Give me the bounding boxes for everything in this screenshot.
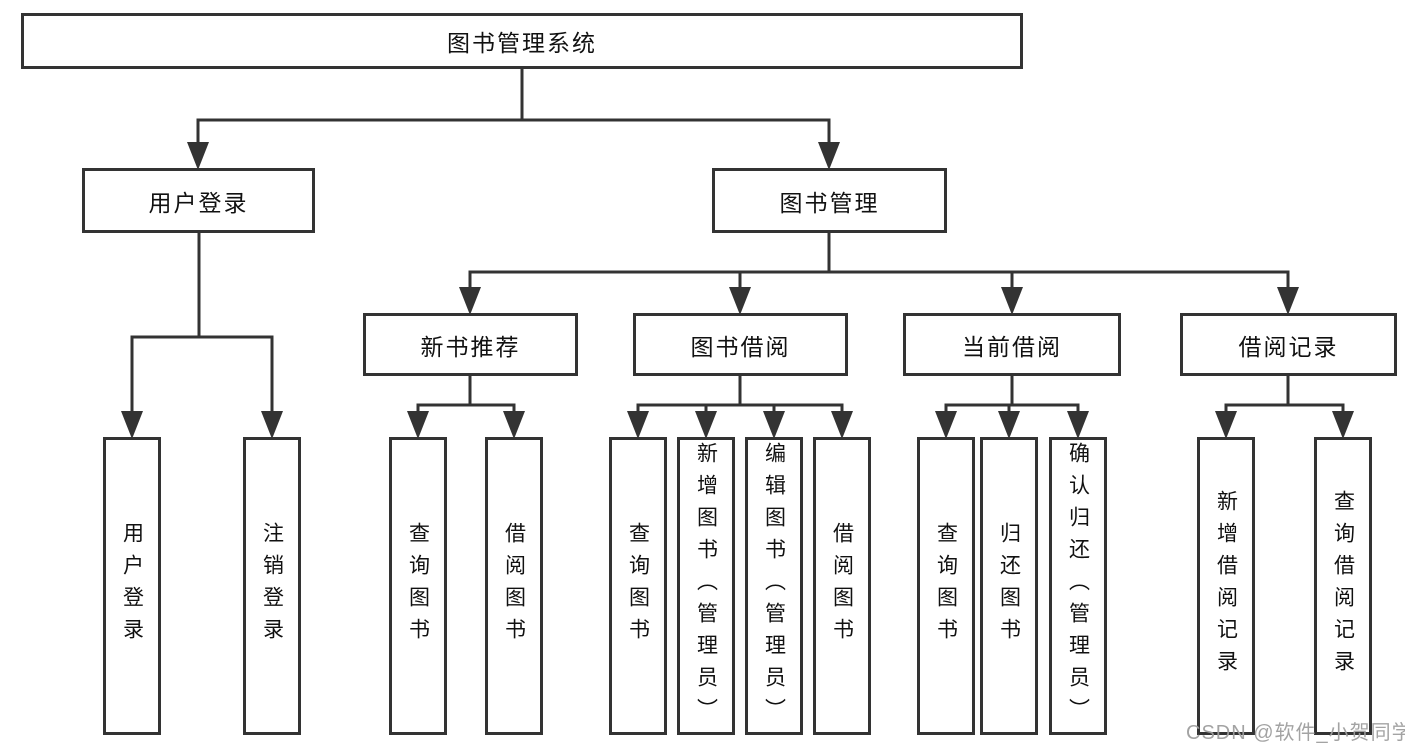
node-new-book-recommend: 新书推荐 xyxy=(363,313,578,376)
leaf-node-query-borrow-record-label: 查询借阅记录 xyxy=(1331,490,1355,682)
leaf-node-edit-book-admin: 编辑图书（管理员） xyxy=(745,437,803,735)
node-root-label: 图书管理系统 xyxy=(447,30,597,56)
leaf-node-logout: 注销登录 xyxy=(243,437,301,735)
node-current-borrow-label: 当前借阅 xyxy=(962,333,1062,360)
leaf-node-confirm-return-admin-label: 确认归还（管理员） xyxy=(1066,442,1090,730)
node-root: 图书管理系统 xyxy=(21,13,1023,69)
leaf-node-add-book-admin: 新增图书（管理员） xyxy=(677,437,735,735)
leaf-node-query-books-2-label: 查询图书 xyxy=(626,522,650,650)
leaf-node-query-borrow-record: 查询借阅记录 xyxy=(1314,437,1372,735)
node-book-borrow-label: 图书借阅 xyxy=(690,333,791,360)
leaf-node-add-borrow-record: 新增借阅记录 xyxy=(1197,437,1255,735)
leaf-node-borrow-books-1-label: 借阅图书 xyxy=(502,522,526,650)
csdn-watermark: CSDN @软件_小贺同学 xyxy=(1186,722,1405,744)
leaf-node-user-login-label: 用户登录 xyxy=(120,522,144,650)
leaf-node-borrow-books-2-label: 借阅图书 xyxy=(830,522,854,650)
node-current-borrow: 当前借阅 xyxy=(903,313,1121,376)
leaf-node-add-borrow-record-label: 新增借阅记录 xyxy=(1214,490,1238,682)
leaf-node-return-book: 归还图书 xyxy=(980,437,1038,735)
node-book-management: 图书管理 xyxy=(712,168,947,233)
leaf-node-query-books-2: 查询图书 xyxy=(609,437,667,735)
leaf-node-query-books-1-label: 查询图书 xyxy=(406,522,430,650)
node-new-book-recommend-label: 新书推荐 xyxy=(420,333,521,360)
leaf-node-query-books-3: 查询图书 xyxy=(917,437,975,735)
node-book-management-label: 图书管理 xyxy=(779,189,880,216)
leaf-node-return-book-label: 归还图书 xyxy=(997,522,1021,650)
leaf-node-edit-book-admin-label: 编辑图书（管理员） xyxy=(762,442,786,730)
node-borrow-records-label: 借阅记录 xyxy=(1238,333,1339,360)
leaf-node-user-login: 用户登录 xyxy=(103,437,161,735)
leaf-node-query-books-3-label: 查询图书 xyxy=(934,522,958,650)
leaf-node-borrow-books-2: 借阅图书 xyxy=(813,437,871,735)
leaf-node-add-book-admin-label: 新增图书（管理员） xyxy=(694,442,718,730)
leaf-node-logout-label: 注销登录 xyxy=(260,522,284,650)
node-user-login-label: 用户登录 xyxy=(148,189,249,216)
node-borrow-records: 借阅记录 xyxy=(1180,313,1397,376)
leaf-node-borrow-books-1: 借阅图书 xyxy=(485,437,543,735)
arrowheads xyxy=(121,142,1354,439)
leaf-node-query-books-1: 查询图书 xyxy=(389,437,447,735)
leaf-node-confirm-return-admin: 确认归还（管理员） xyxy=(1049,437,1107,735)
node-book-borrow: 图书借阅 xyxy=(633,313,848,376)
node-user-login: 用户登录 xyxy=(82,168,315,233)
